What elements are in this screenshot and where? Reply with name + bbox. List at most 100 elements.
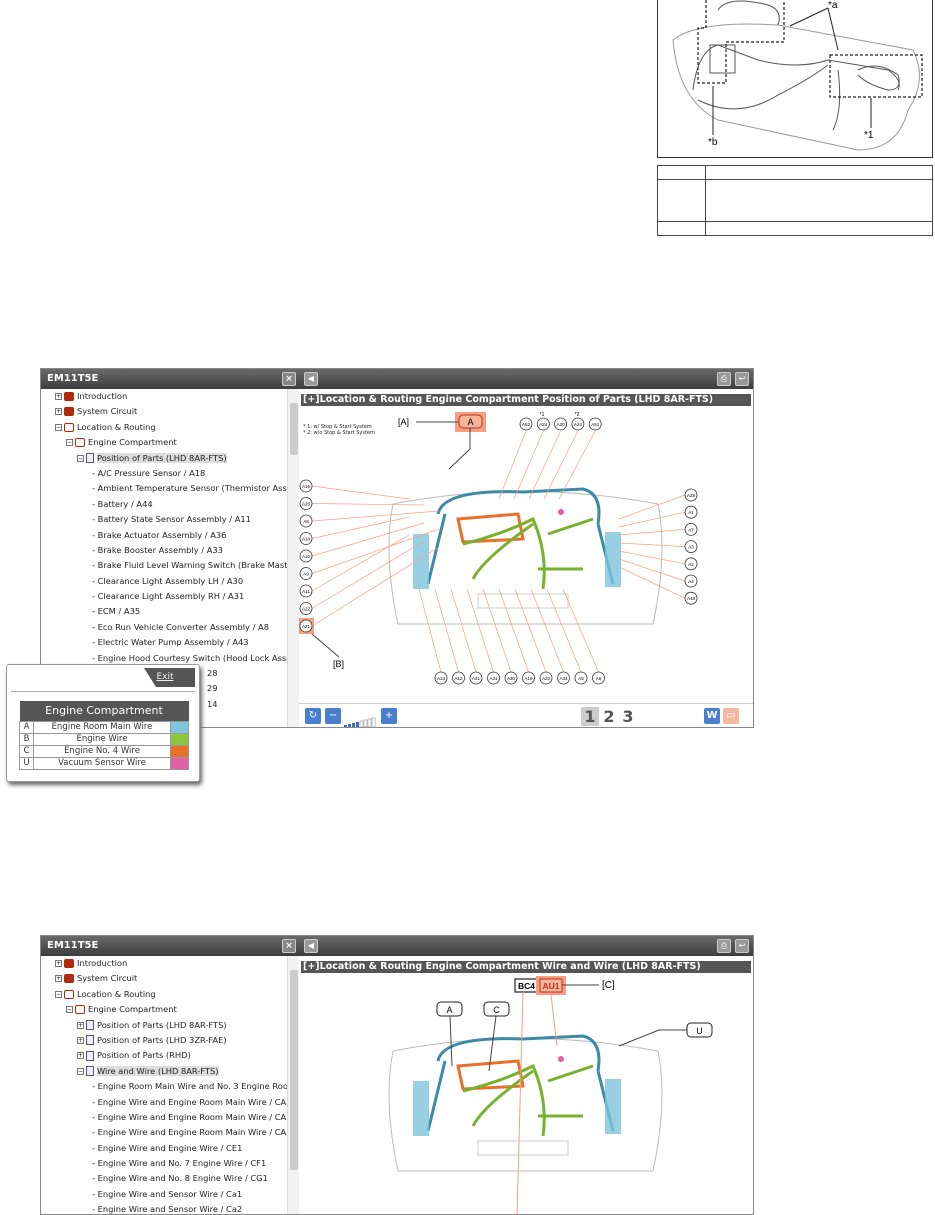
back-icon[interactable]: ↩ [735, 372, 749, 386]
expand-icon[interactable]: + [77, 1052, 84, 1060]
tree-item[interactable]: - Engine Wire and Sensor Wire / Ca2 [41, 1202, 287, 1214]
connector-au1-highlighted[interactable]: AU1 [536, 976, 566, 995]
connector-A6[interactable]: A6 [592, 671, 605, 685]
connector-A1[interactable]: A1 [684, 505, 698, 519]
tree-item[interactable]: - Ambient Temperature Sensor (Thermistor… [41, 481, 287, 496]
connector-A28[interactable]: A28 [684, 488, 698, 502]
tree-item[interactable]: - Engine Wire and Engine Wire / CE1 [41, 1141, 287, 1156]
tree-item[interactable]: −Position of Parts (LHD 8AR-FTS) [41, 451, 287, 466]
connector-A51[interactable]: A51 [588, 417, 602, 431]
connector-A24[interactable]: A24 [571, 417, 585, 431]
wire-callout-c[interactable]: C [483, 1001, 510, 1017]
tree-item[interactable]: - Battery / A44 [41, 497, 287, 512]
collapse-icon[interactable]: − [66, 439, 73, 447]
zoom-step[interactable] [356, 722, 359, 727]
connector-A21[interactable]: A21 [299, 618, 314, 634]
connector-A16[interactable]: A16 [299, 479, 313, 493]
page-3-button[interactable]: 3 [622, 707, 634, 726]
expand-icon[interactable]: + [55, 975, 62, 983]
connector-A9[interactable]: A9 [299, 567, 313, 580]
connector-A23[interactable]: A23 [539, 671, 553, 685]
connector-A22[interactable]: A22 [299, 602, 313, 615]
tree-item[interactable]: −Engine Compartment [41, 435, 287, 450]
wire-callout-a[interactable]: A [436, 1001, 463, 1017]
wire-callout-a[interactable]: A [458, 414, 483, 429]
tree-item[interactable]: - Battery State Sensor Assembly / A11 [41, 512, 287, 527]
connector-A48[interactable]: A48 [684, 591, 698, 605]
expand-icon[interactable]: + [55, 960, 62, 967]
tree-item[interactable]: - Engine Wire and Engine Room Main Wire … [41, 1110, 287, 1125]
zoom-step[interactable] [363, 719, 368, 727]
connector-A31[interactable]: A31 [487, 671, 500, 685]
zoom-in-icon[interactable]: + [381, 708, 397, 724]
tree-item[interactable]: −Engine Compartment [41, 1002, 287, 1017]
collapse-icon[interactable]: − [77, 454, 84, 462]
tree-item[interactable]: - Engine Wire and Engine Room Main Wire … [41, 1125, 287, 1140]
tree-item[interactable]: +Position of Parts (LHD 8AR-FTS) [41, 1018, 287, 1033]
connector-A19[interactable]: A19 [522, 671, 535, 685]
tree-item[interactable]: +System Circuit [41, 971, 287, 986]
close-button[interactable]: × [282, 372, 296, 386]
comment-icon[interactable]: ▭ [723, 708, 739, 724]
tree-item[interactable]: - Engine Wire and No. 8 Engine Wire / CG… [41, 1171, 287, 1186]
zoom-step[interactable] [344, 725, 347, 727]
page-2-button[interactable]: 2 [603, 707, 615, 726]
expand-icon[interactable]: + [55, 408, 62, 416]
connector-A13[interactable]: A13 [434, 671, 448, 685]
close-button[interactable]: × [282, 939, 296, 953]
exit-button[interactable]: Exit [144, 668, 195, 687]
tree-item[interactable]: - Brake Actuator Assembly / A36 [41, 528, 287, 543]
tree-item[interactable]: 14 [41, 697, 287, 712]
tree-item[interactable]: - Clearance Light Assembly LH / A30 [41, 574, 287, 589]
zoom-step[interactable] [371, 717, 376, 727]
connector-A26[interactable]: A26 [299, 497, 313, 510]
connector-A10[interactable]: A10 [299, 549, 313, 563]
connector-A2[interactable]: A2 [684, 557, 698, 571]
print-icon[interactable]: ⎙ [717, 372, 731, 386]
connector-A11[interactable]: A11 [299, 584, 313, 598]
tree-item[interactable]: −Wire and Wire (LHD 8AR-FTS) [41, 1064, 287, 1079]
tree-item[interactable]: +Position of Parts (RHD) [41, 1048, 287, 1063]
connector-A30[interactable]: A30 [554, 417, 568, 431]
tree-item[interactable]: - Engine Wire and No. 7 Engine Wire / CF… [41, 1156, 287, 1171]
back-icon[interactable]: ↩ [735, 939, 749, 953]
tree-item[interactable]: 28 [41, 666, 287, 681]
tree-item[interactable]: +Position of Parts (LHD 3ZR-FAE) [41, 1033, 287, 1048]
tree-item[interactable]: - Eco Run Vehicle Converter Assembly / A… [41, 620, 287, 635]
tree-item[interactable]: 29 [41, 681, 287, 696]
tree-item[interactable]: - Engine Wire and Engine Room Main Wire … [41, 1095, 287, 1110]
tree-item[interactable]: +Introduction [41, 956, 287, 971]
zoom-step[interactable] [367, 718, 372, 727]
tree-item[interactable]: - Engine Room Main Wire and No. 3 Engine… [41, 1079, 287, 1094]
tree-item[interactable]: - Engine Hood Courtesy Switch (Hood Lock… [41, 651, 287, 666]
collapse-icon[interactable]: − [77, 1067, 84, 1075]
tree-item[interactable]: −Location & Routing [41, 987, 287, 1002]
collapse-icon[interactable]: − [66, 1006, 73, 1014]
expand-icon[interactable]: + [77, 1021, 84, 1029]
tree-item[interactable]: - A/C Pressure Sensor / A18 [41, 466, 287, 481]
connector-bc4[interactable]: BC4 [514, 978, 539, 993]
zoom-out-icon[interactable]: − [325, 708, 341, 724]
connector-A52[interactable]: A52 [519, 417, 533, 431]
wire-callout-u[interactable]: U [686, 1022, 713, 1038]
tree-item[interactable]: - Engine Wire and Sensor Wire / Ca1 [41, 1187, 287, 1202]
connector-A12[interactable]: A12 [452, 671, 465, 685]
connector-A3[interactable]: A3 [684, 540, 698, 554]
print-icon[interactable]: ⎙ [717, 939, 731, 953]
collapse-sidebar-button[interactable]: ◀ [304, 939, 318, 953]
tree-item[interactable]: - Clearance Light Assembly RH / A31 [41, 589, 287, 604]
connector-A7[interactable]: A7 [684, 523, 698, 536]
collapse-sidebar-button[interactable]: ◀ [304, 372, 318, 386]
tree-scrollbar[interactable] [287, 389, 299, 727]
connector-A41[interactable]: A41 [469, 671, 483, 685]
tree-item[interactable]: - Brake Fluid Level Warning Switch (Brak… [41, 558, 287, 573]
zoom-step[interactable] [352, 723, 355, 727]
zoom-step[interactable] [348, 724, 351, 727]
connector-A24[interactable]: A24 [536, 417, 550, 431]
connector-A14[interactable]: A14 [299, 532, 313, 545]
tree-item[interactable]: +System Circuit [41, 404, 287, 419]
collapse-icon[interactable]: − [55, 990, 62, 998]
expand-icon[interactable]: + [77, 1036, 84, 1044]
tree-item[interactable]: - ECM / A35 [41, 604, 287, 619]
refresh-icon[interactable]: ↻ [305, 708, 321, 724]
